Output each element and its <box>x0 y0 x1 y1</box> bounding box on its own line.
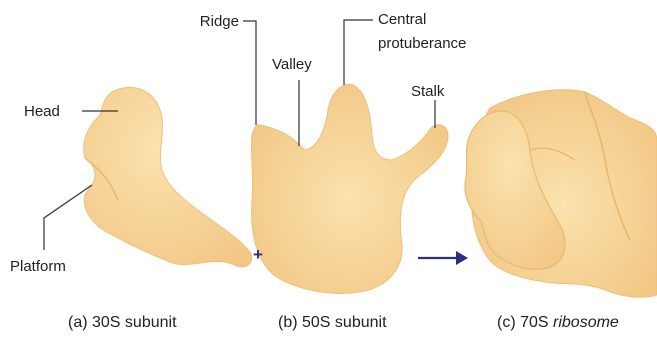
subunit-50s <box>251 84 448 293</box>
assembly-arrow <box>418 251 468 265</box>
leader-ridge <box>243 21 256 125</box>
caption-70s: (c) 70S ribosome <box>497 314 619 331</box>
caption-30s: (a) 30S subunit <box>68 314 177 331</box>
label-platform: Platform <box>10 258 66 275</box>
caption-70s-italic: ribosome <box>553 314 619 331</box>
label-central-line2: protuberance <box>378 35 466 52</box>
caption-70s-prefix: (c) 70S <box>497 314 553 331</box>
subunit-50s-body <box>251 84 448 293</box>
label-ridge: Ridge <box>200 13 239 30</box>
leader-central <box>344 20 373 85</box>
caption-50s: (b) 50S subunit <box>278 314 387 331</box>
label-head: Head <box>24 103 60 120</box>
ribosome-70s <box>465 90 657 298</box>
label-valley: Valley <box>272 56 312 73</box>
subunit-30s-body <box>84 87 252 267</box>
subunit-30s <box>84 87 252 267</box>
plus-sign: + <box>253 245 263 264</box>
label-central-line1: Central <box>378 11 426 28</box>
label-stalk: Stalk <box>411 83 445 100</box>
